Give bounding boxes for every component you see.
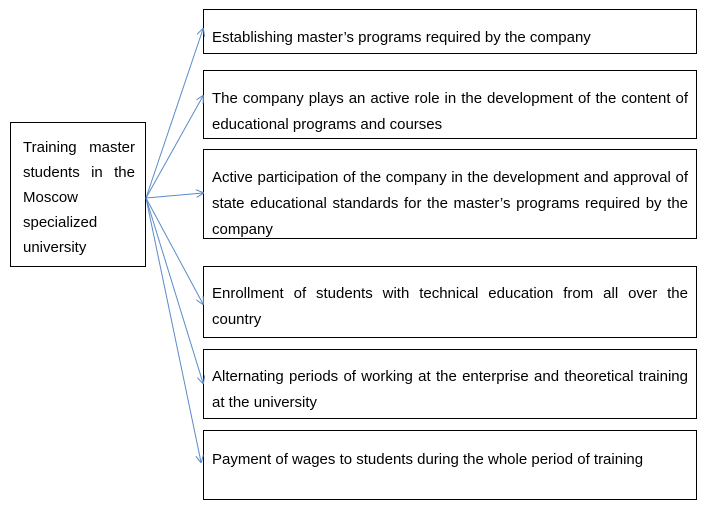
target-box-standards: Active participation of the company in t…: [203, 149, 697, 239]
source-box: Training master students in the Moscow s…: [10, 122, 146, 267]
target-label: Enrollment of students with technical ed…: [212, 285, 688, 328]
target-box-enrollment: Enrollment of students with technical ed…: [203, 266, 697, 338]
arrow-to-programs: [145, 29, 203, 199]
arrow-to-standards: [145, 193, 203, 199]
target-box-programs: Establishing master’s programs required …: [203, 9, 697, 54]
target-box-wages: Payment of wages to students during the …: [203, 430, 697, 500]
target-box-content-role: The company plays an active role in the …: [203, 70, 697, 139]
target-label: Establishing master’s programs required …: [212, 29, 591, 46]
target-label: Active participation of the company in t…: [212, 169, 688, 238]
arrow-to-alternating: [145, 197, 203, 383]
source-label: Training master students in the Moscow s…: [23, 139, 135, 256]
arrow-to-enrollment: [145, 197, 203, 304]
arrow-to-content-role: [145, 96, 203, 199]
arrow-to-wages: [145, 197, 201, 462]
target-label: Payment of wages to students during the …: [212, 451, 644, 468]
target-label: The company plays an active role in the …: [212, 90, 688, 133]
target-label: Alternating periods of working at the en…: [212, 368, 688, 411]
target-box-alternating: Alternating periods of working at the en…: [203, 349, 697, 419]
